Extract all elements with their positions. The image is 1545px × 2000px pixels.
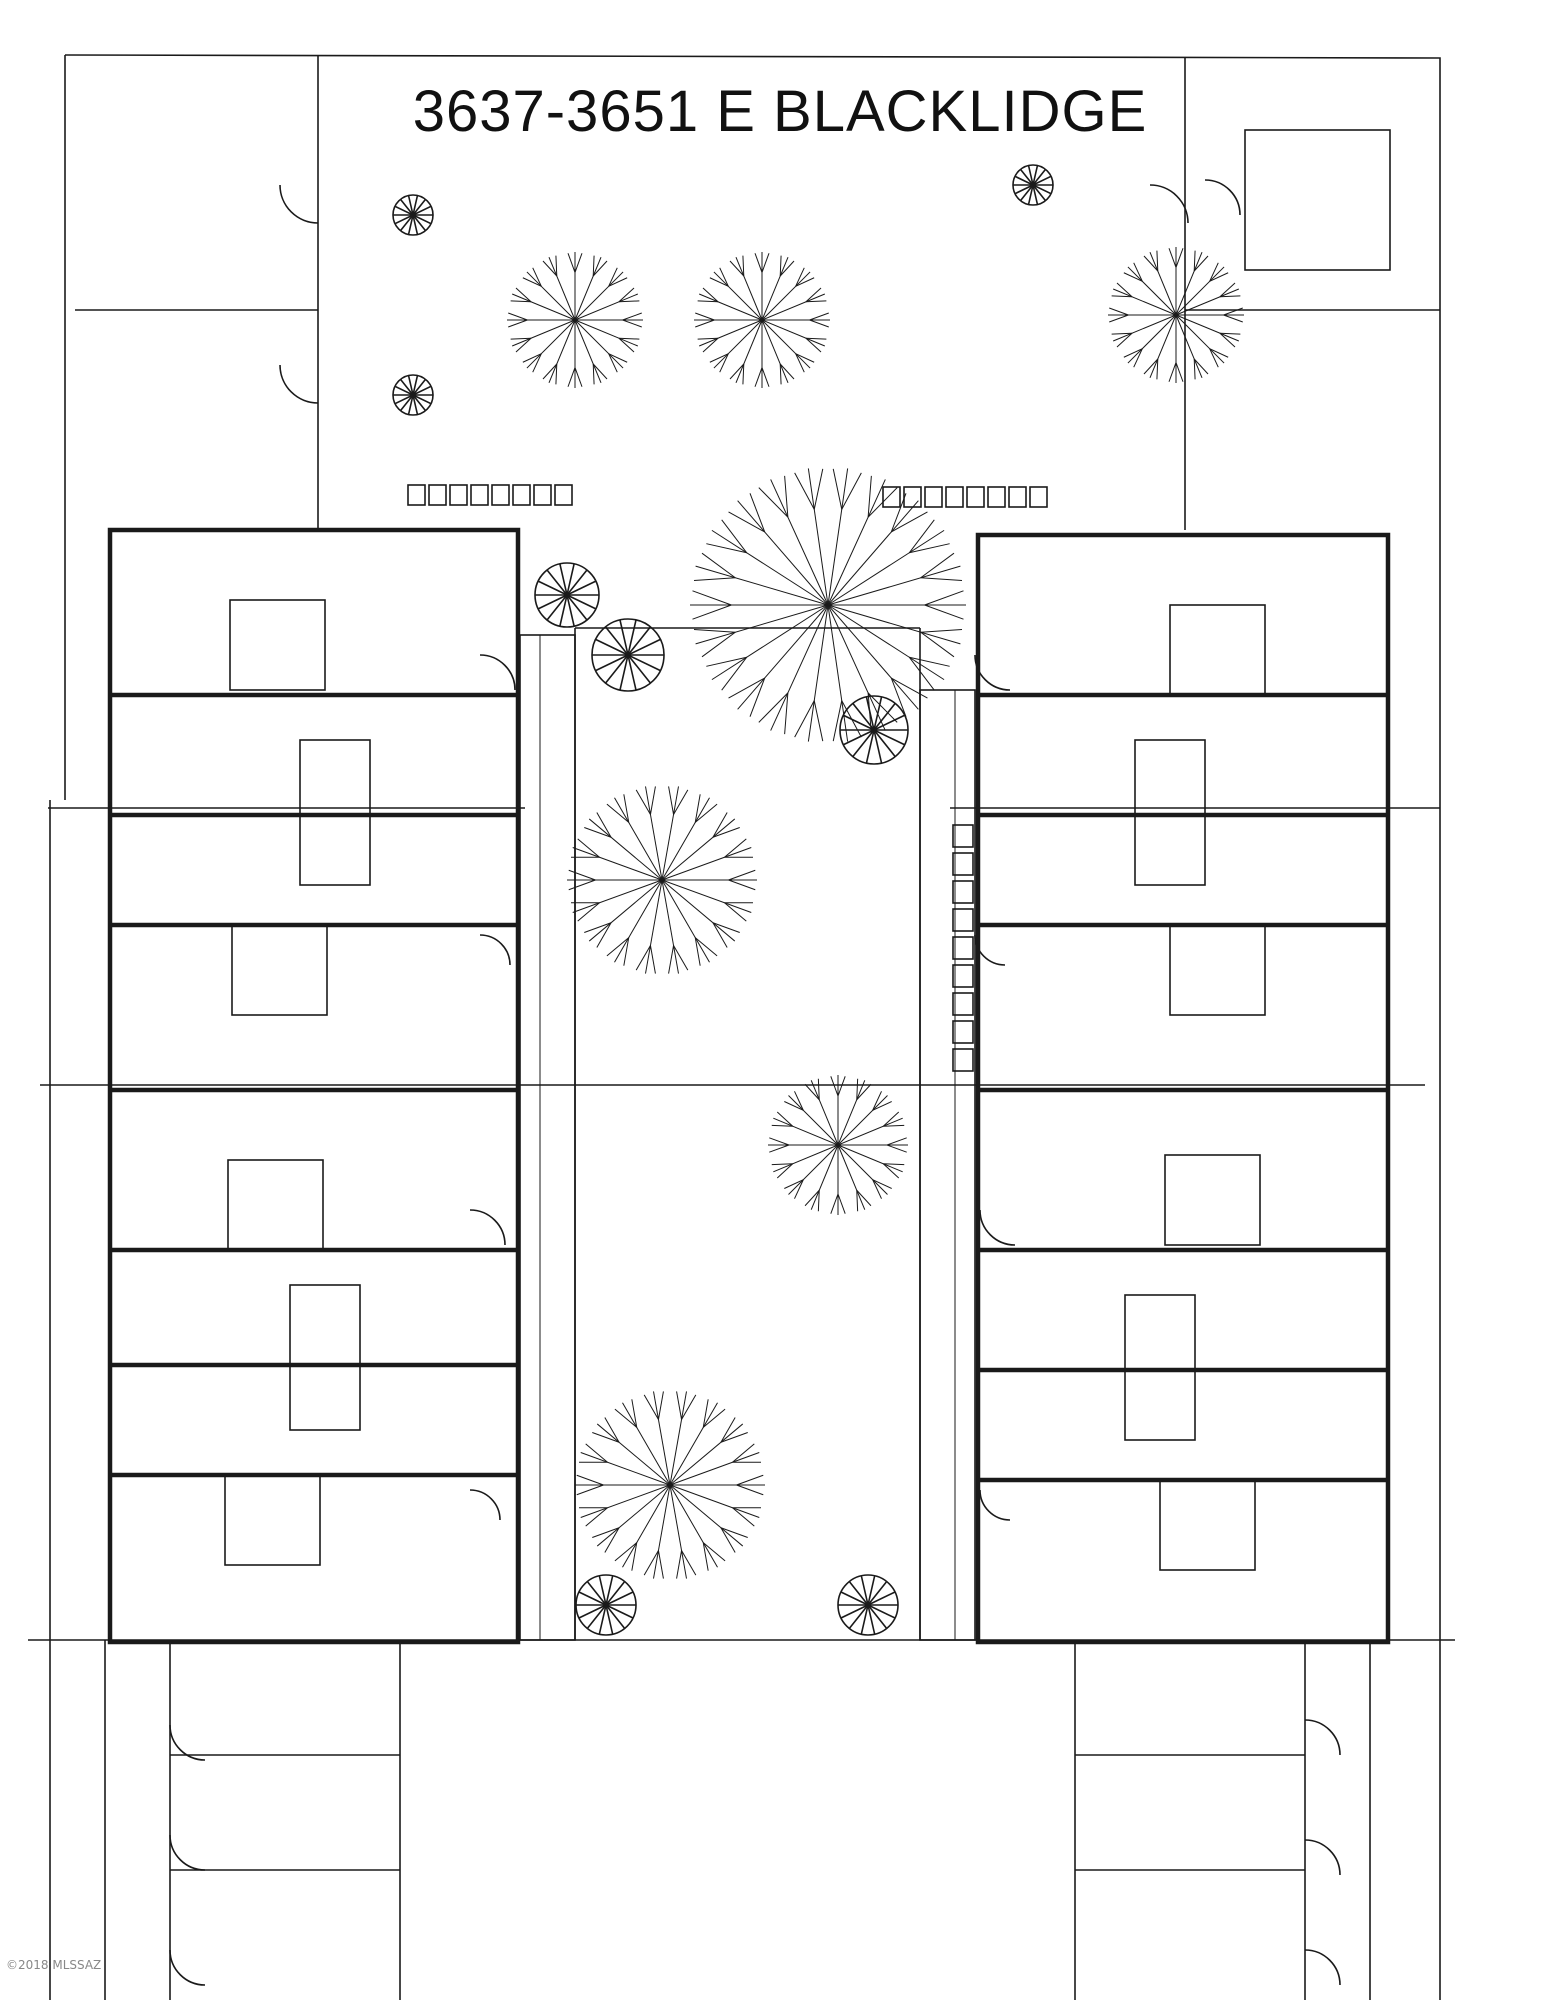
door-swing-icon (1304, 1839, 1341, 1876)
watermark: ©2018 MLSSAZ (6, 1958, 102, 1972)
door-swing-icon (479, 934, 511, 966)
door-swing-icon (279, 184, 319, 224)
bumper (987, 486, 1006, 508)
bumper (449, 484, 468, 506)
bumper (533, 484, 552, 506)
site-title: 3637-3651 E BLACKLIDGE (412, 79, 1148, 144)
tree-icon (567, 786, 757, 974)
tree-icon (1108, 247, 1244, 383)
door-swing-icon (169, 1949, 206, 1986)
bumper (554, 484, 573, 506)
shrub-icon (392, 374, 434, 416)
bumper (952, 908, 974, 932)
tree-icon (507, 252, 643, 388)
bumper (952, 992, 974, 1016)
door-swing-icon (979, 1209, 1016, 1246)
bumper (407, 484, 426, 506)
bumper (952, 852, 974, 876)
door-swing-icon (974, 934, 1006, 966)
shrub-icon (839, 695, 909, 765)
tree-icon (690, 468, 966, 742)
bumper (512, 484, 531, 506)
shrub-icon (591, 618, 665, 692)
shrub-icon (837, 1574, 899, 1636)
bumper (952, 880, 974, 904)
door-swings (169, 179, 1341, 1986)
bumper (428, 484, 447, 506)
door-swing-icon (979, 1489, 1011, 1521)
door-swing-icon (1204, 179, 1241, 216)
door-swing-icon (169, 1834, 206, 1871)
tree-icon (768, 1075, 908, 1215)
door-swing-icon (479, 654, 516, 691)
bumper (952, 1020, 974, 1044)
bumper (903, 486, 922, 508)
parking-bumpers (407, 484, 1048, 1072)
tree-icon (575, 1391, 765, 1579)
bumper (1029, 486, 1048, 508)
bumper (1008, 486, 1027, 508)
shrub-icon (534, 562, 600, 628)
walkways (519, 627, 976, 1641)
door-swing-icon (469, 1209, 506, 1246)
building-left (107, 527, 521, 1645)
shrub-icon (392, 194, 434, 236)
door-swing-icon (974, 654, 1011, 691)
bumper (882, 486, 901, 508)
shrub-icon (575, 1574, 637, 1636)
door-swing-icon (169, 1724, 206, 1761)
building-right (975, 532, 1391, 1645)
shrub-icon (1012, 164, 1054, 206)
bumper (945, 486, 964, 508)
tree-icon (694, 252, 830, 388)
bumper (966, 486, 985, 508)
bumper (952, 936, 974, 960)
bumper (470, 484, 489, 506)
bumper (952, 964, 974, 988)
property-lines (28, 54, 1455, 2000)
landscaping (392, 164, 1244, 1636)
bumper (924, 486, 943, 508)
door-swing-icon (469, 1489, 501, 1521)
carports (104, 1640, 1371, 2000)
bumper (952, 824, 974, 848)
door-swing-icon (279, 364, 319, 404)
bumper (952, 1048, 974, 1072)
utility-box (1244, 129, 1391, 271)
bumper (491, 484, 510, 506)
door-swing-icon (1304, 1949, 1341, 1986)
door-swing-icon (1149, 184, 1189, 224)
door-swing-icon (1304, 1719, 1341, 1756)
